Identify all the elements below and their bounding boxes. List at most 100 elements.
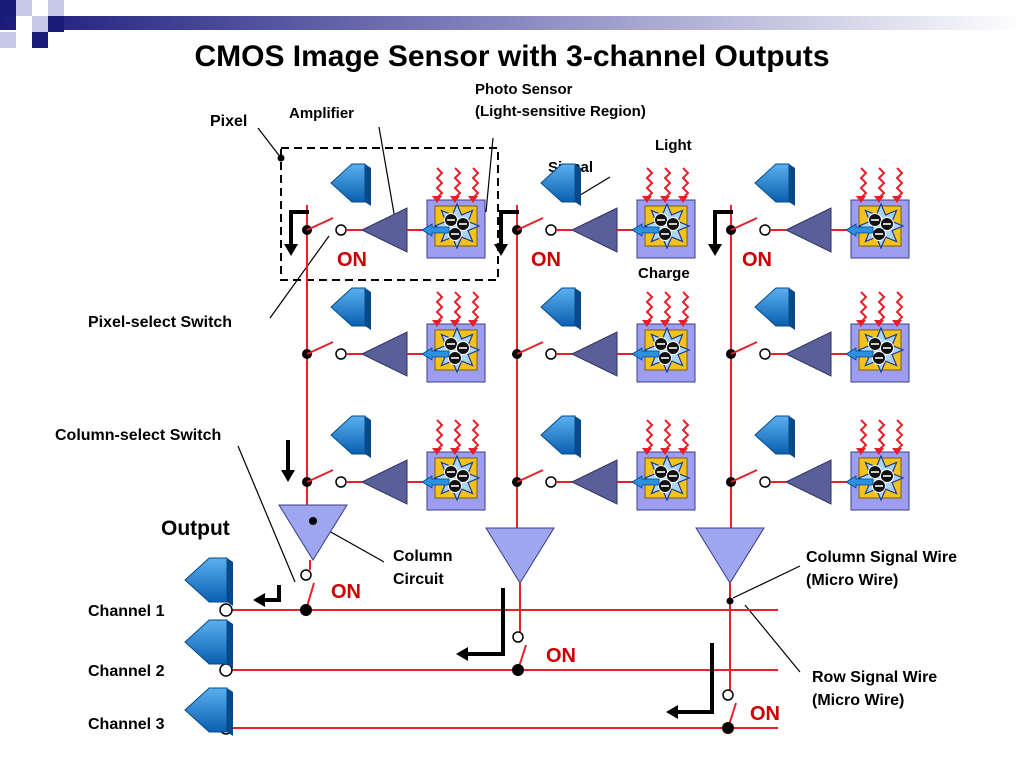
light-ray-head: [892, 320, 902, 327]
signal-output-arrow: [540, 163, 581, 206]
signal-output-arrow-depth: [365, 164, 371, 206]
signal-output-arrow: [754, 163, 795, 206]
light-ray-head: [642, 320, 652, 327]
light-ray: [453, 291, 462, 323]
column-select-switch-label: Column-select Switch: [55, 427, 221, 444]
charge-label: Charge: [638, 265, 690, 282]
light-ray: [877, 419, 886, 451]
output-arrow-3: [184, 687, 233, 736]
amplifier: [784, 459, 832, 505]
column-circuit-1: [278, 504, 348, 561]
pixel-outline: [280, 147, 499, 281]
light-ray-head: [660, 448, 670, 455]
light-ray: [645, 291, 654, 323]
signal-output-arrow-depth: [789, 164, 795, 206]
signal-output-arrow-depth: [575, 416, 581, 458]
light-ray: [895, 291, 904, 323]
column-circuit-label-1: Column: [393, 548, 453, 565]
on-label-row1-col2: ON: [531, 249, 561, 271]
signal-transfer-arrow: [845, 475, 874, 489]
light-ray: [663, 419, 672, 451]
readout-arrow: [713, 210, 733, 248]
readout-arrow: [289, 210, 309, 248]
output-arrow-l-3-head: [666, 705, 678, 719]
readout-arrow: [499, 210, 519, 248]
light-ray-head: [642, 448, 652, 455]
signal-output-arrow-depth: [575, 288, 581, 330]
channel-terminal-1: [219, 603, 233, 617]
output-arrow-2: [184, 619, 233, 668]
output-label: Output: [161, 517, 230, 540]
switch-contact: [545, 224, 557, 236]
light-ray: [681, 419, 690, 451]
pixel-r2-c2: [512, 287, 696, 383]
pixel-r2-c1: [302, 287, 486, 383]
pixel-r3-c3: [726, 415, 910, 511]
light-ray-head: [642, 196, 652, 203]
light-ray: [663, 291, 672, 323]
signal-transfer-arrow: [421, 347, 450, 361]
signal-transfer-arrow: [421, 475, 450, 489]
column-switch-node-1: [300, 604, 312, 616]
signal-output-arrow-depth: [575, 164, 581, 206]
light-ray: [435, 167, 444, 199]
light-ray: [471, 291, 480, 323]
output-arrow-3-shape: [184, 687, 228, 733]
column-circuit-2: [485, 527, 555, 584]
switch-contact: [335, 476, 347, 488]
light-ray-head: [678, 448, 688, 455]
column-select-arrow: [281, 440, 295, 482]
pixel-select-switch-label: Pixel-select Switch: [88, 314, 232, 331]
light-ray: [681, 291, 690, 323]
signal-output-arrow-depth: [365, 416, 371, 458]
pixel-r2-c3: [726, 287, 910, 383]
light-ray-head: [856, 320, 866, 327]
header-decoration: [0, 0, 1024, 48]
switch-contact: [335, 348, 347, 360]
pixel-select-switch: [306, 341, 334, 355]
light-ray-head: [450, 320, 460, 327]
signal-output-arrow: [330, 287, 371, 330]
diagram-title: CMOS Image Sensor with 3-channel Outputs: [194, 40, 829, 73]
signal-output-arrow: [754, 287, 795, 330]
output-arrow-1-depth: [227, 558, 233, 606]
pixel-select-switch: [730, 217, 758, 231]
signal-output-arrow: [330, 415, 371, 458]
switch-contact: [759, 348, 771, 360]
on-label-row1-col3: ON: [742, 249, 772, 271]
readout-arrow-head: [284, 244, 298, 256]
column-signal-wire-dot: [726, 597, 734, 605]
switch-contact: [759, 224, 771, 236]
column-switch-contact-1: [300, 569, 312, 581]
on-label-row1-col1: ON: [337, 249, 367, 271]
light-ray-head: [432, 448, 442, 455]
signal-output-arrow-shape: [330, 163, 366, 203]
light-ray-head: [892, 448, 902, 455]
channel-2-label: Channel 2: [88, 663, 165, 680]
light-ray: [895, 419, 904, 451]
switch-contact: [335, 224, 347, 236]
photo-sensor-label-1: Photo Sensor: [475, 81, 573, 98]
pixel-r1-c2: [494, 163, 696, 259]
output-arrow-l-2-shaft: [466, 588, 505, 656]
readout-arrow-head: [494, 244, 508, 256]
light-ray-head: [678, 320, 688, 327]
pixel-select-switch: [516, 469, 544, 483]
pixel-select-switch: [516, 341, 544, 355]
output-arrow-l-2: [456, 588, 505, 661]
light-ray: [895, 167, 904, 199]
light-ray-head: [432, 196, 442, 203]
output-arrow-l-1-shaft: [263, 585, 281, 602]
light-ray-head: [874, 320, 884, 327]
output-arrow-l-3-shaft: [676, 643, 714, 714]
switch-contact: [545, 348, 557, 360]
light-ray-head: [678, 196, 688, 203]
pixel-select-switch: [306, 469, 334, 483]
pixel-select-switch: [306, 217, 334, 231]
amplifier: [360, 207, 408, 253]
light-ray-head: [468, 448, 478, 455]
output-arrow-l-1: [253, 585, 281, 607]
light-ray-head: [856, 196, 866, 203]
column-switch-node-2: [512, 664, 524, 676]
light-ray: [645, 167, 654, 199]
